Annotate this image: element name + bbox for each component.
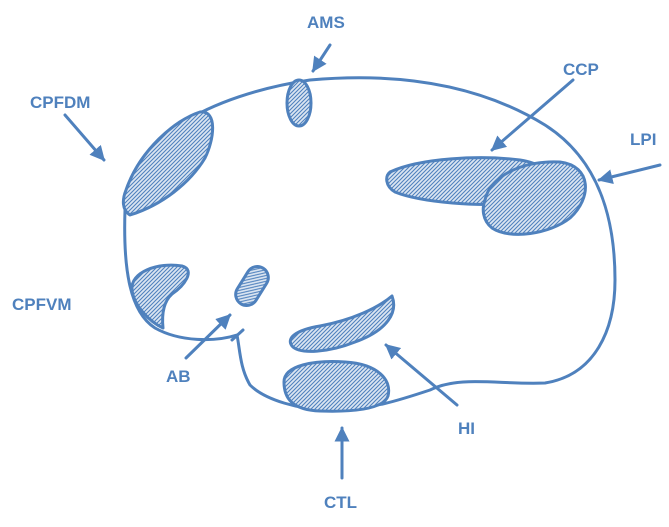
arrow-ab xyxy=(186,315,230,358)
arrow-hi xyxy=(386,345,457,405)
label-cpfvm: CPFVM xyxy=(12,295,72,314)
region-cpfdm xyxy=(123,112,212,215)
label-ams: AMS xyxy=(307,13,345,32)
region-ab xyxy=(232,262,273,309)
region-ams xyxy=(287,80,311,126)
label-ccp: CCP xyxy=(563,60,599,79)
region-cpfvm xyxy=(132,265,188,328)
region-ctl xyxy=(284,362,389,412)
arrow-lpi xyxy=(599,165,660,180)
arrow-ccp xyxy=(492,80,573,150)
label-ab: AB xyxy=(166,367,191,386)
region-hi xyxy=(290,296,393,351)
arrow-cpfdm xyxy=(65,115,104,160)
label-ctl: CTL xyxy=(324,493,357,512)
label-hi: HI xyxy=(458,419,475,438)
label-cpfdm: CPFDM xyxy=(30,93,90,112)
label-lpi: LPI xyxy=(630,130,656,149)
arrow-ams xyxy=(313,45,330,71)
